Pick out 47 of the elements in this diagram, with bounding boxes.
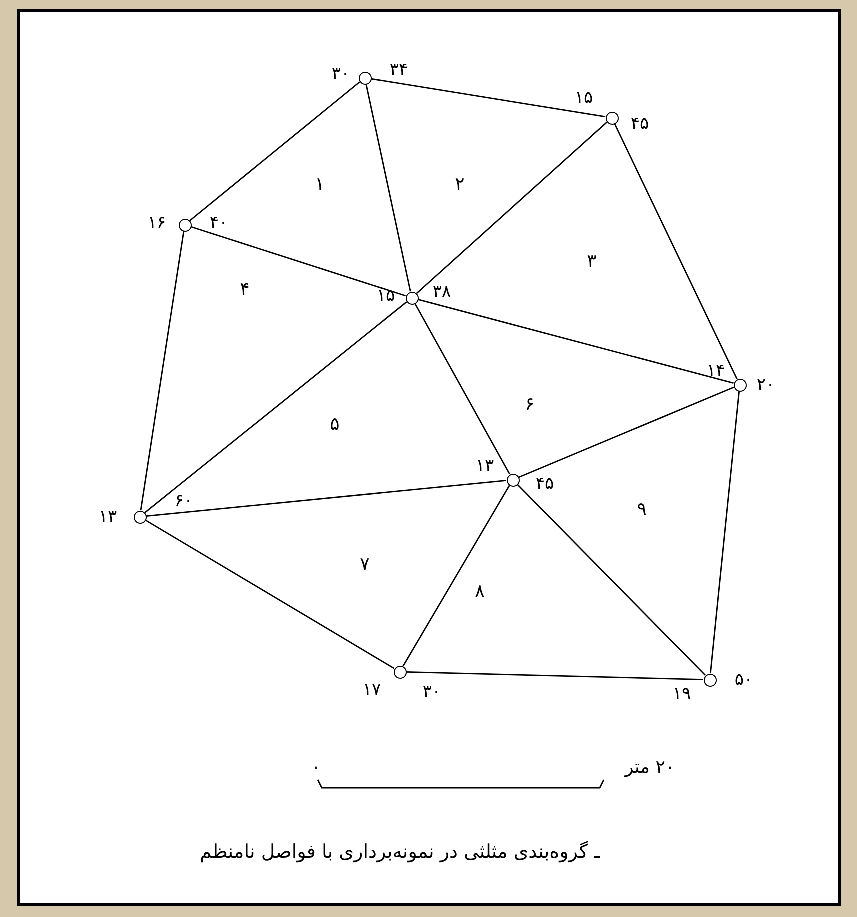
station-value: ۵۰ [734, 670, 754, 690]
station-value: ۱۳ [98, 507, 118, 527]
station-value: ۱۶ [148, 213, 166, 233]
station-value: ۱۷ [362, 680, 382, 700]
survey-line [710, 391, 740, 674]
station-value: ۱۳ [476, 456, 494, 476]
triangle-number: ۶ [525, 395, 535, 415]
triangle-number: ۹ [637, 500, 647, 520]
survey-line [416, 122, 608, 294]
survey-line [371, 78, 606, 118]
station-value: ۱۵ [574, 88, 594, 108]
survey-line [144, 302, 408, 514]
survey-line [190, 226, 406, 297]
station-value: ۴۵ [536, 474, 554, 494]
survey-line [190, 82, 360, 222]
triangle-number: ۳ [587, 252, 597, 272]
survey-line [366, 84, 412, 292]
caption: ـ گروه‌بندی مثلثی در نمونه‌برداری با فواصل نامنظم [200, 840, 600, 864]
survey-line [140, 231, 185, 511]
survey-line [517, 484, 706, 676]
station-value: ۳۴ [390, 60, 408, 80]
triangle-number: ۲ [455, 175, 465, 195]
station-value: ۳۰ [332, 64, 350, 84]
scale-label: ۰ [311, 758, 321, 778]
survey-line [414, 303, 510, 475]
station-value: ۳۰ [422, 682, 442, 702]
triangle-number: ۸ [475, 582, 485, 602]
survey-line [145, 520, 395, 670]
survey-line [402, 485, 510, 667]
station-value: ۱۹ [672, 684, 692, 704]
station-value: ۴۵ [630, 114, 650, 134]
triangle-number: ۷ [360, 555, 370, 575]
survey-line [146, 480, 507, 518]
triangle-number: ۴ [240, 280, 250, 300]
station-value: ۳۸ [432, 282, 452, 302]
triangle-number: ۱ [315, 175, 325, 195]
scale-label: ۲۰ متر [624, 758, 676, 778]
station-value: ۴۰ [210, 213, 228, 233]
station-value: ۱۴ [706, 361, 726, 381]
survey-line [406, 671, 704, 681]
station-value: ۱۵ [376, 286, 396, 306]
triangle-number: ۵ [330, 415, 340, 435]
station-value: ۶۰ [174, 491, 194, 511]
survey-line [614, 124, 738, 380]
station-value: ۲۰ [756, 375, 776, 395]
survey-line [518, 386, 734, 478]
survey-line [418, 298, 734, 384]
